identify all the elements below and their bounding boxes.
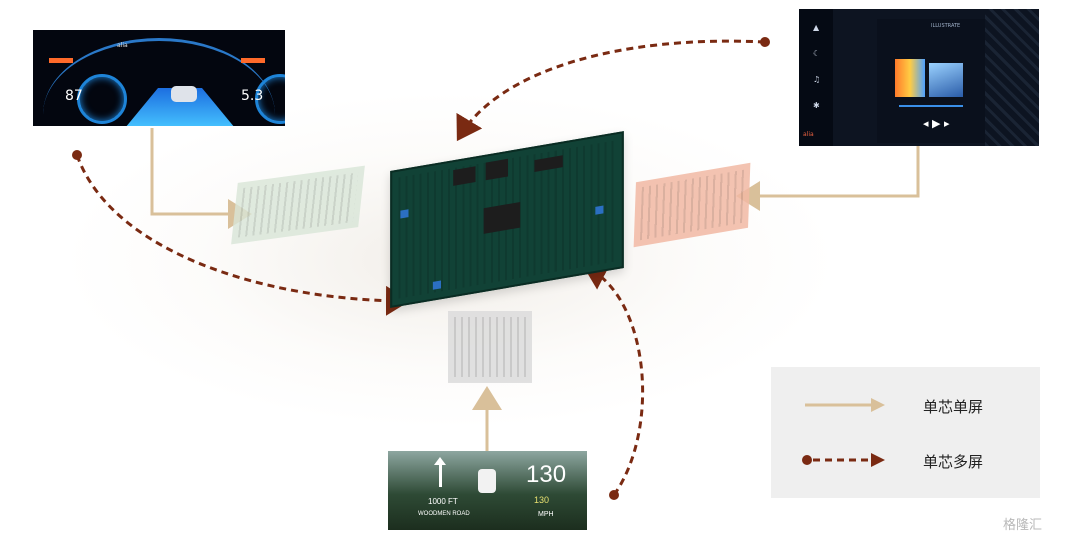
- legend-label: 单芯单屏: [923, 398, 984, 416]
- play-controls-icon: ◂ ▶ ▸: [923, 117, 950, 130]
- dashed-connector-hud-to-main-board: [582, 262, 645, 496]
- cluster-range: 5.3: [241, 88, 264, 104]
- media-screen: ▲ ☾ ♫ ✱ ILLUSTRATE ◂ ▶ ▸ alia: [799, 9, 1039, 146]
- hud-distance: 1000 FT: [428, 497, 458, 506]
- legend-item-multi-screen: 单芯多屏: [771, 446, 1040, 476]
- music-icon: ♫: [813, 75, 821, 84]
- cluster-arc: [43, 38, 275, 126]
- media-map-graphic: [985, 9, 1039, 146]
- cluster-brand: alia: [117, 42, 128, 49]
- solid-connector-cluster-to-left-board: [150, 128, 252, 229]
- led-indicator: [432, 280, 441, 290]
- media-brand: alia: [803, 131, 814, 138]
- media-track-title: ILLUSTRATE: [931, 23, 961, 29]
- led-indicator: [595, 205, 604, 215]
- album-art-secondary: [929, 63, 963, 97]
- cluster-speed: 87: [65, 88, 83, 104]
- hud-speed-unit: MPH: [538, 511, 554, 518]
- cluster-left-indicator: [49, 58, 73, 63]
- legend-item-single-screen: 单芯单屏: [771, 391, 1040, 421]
- media-progress-bar: [899, 105, 963, 107]
- hud-screen: 1000 FT WOODMEN ROAD 130 130 MPH: [388, 451, 587, 530]
- solid-connector-media-to-right-board: [736, 146, 920, 211]
- hud-road-name: WOODMEN ROAD: [418, 511, 470, 517]
- dev-board-bottom: [448, 311, 532, 383]
- cluster-right-indicator: [241, 58, 265, 63]
- hud-speed-limit: 130: [534, 495, 550, 505]
- dashed-connector-media-to-main-board: [456, 39, 766, 142]
- album-art-primary: [895, 59, 925, 97]
- car-icon: [171, 86, 197, 102]
- legend-dashed-arrow-icon: [802, 453, 885, 467]
- hud-speed: 130: [526, 461, 567, 488]
- led-indicator: [400, 209, 409, 219]
- phone-icon: ☾: [813, 49, 821, 58]
- media-sidebar: ▲ ☾ ♫ ✱: [799, 9, 833, 146]
- legend-solid-arrow-icon: [805, 398, 885, 412]
- cluster-left-gauge: [77, 74, 127, 124]
- straight-arrow-icon: [434, 457, 446, 487]
- dashed-connector-cluster-to-main-board: [75, 154, 410, 316]
- car-icon: [478, 469, 496, 493]
- legend: 单芯单屏 单芯多屏: [771, 367, 1040, 498]
- legend-label: 单芯多屏: [923, 453, 984, 471]
- watermark: 格隆汇: [1003, 518, 1043, 533]
- settings-icon: ✱: [813, 101, 820, 110]
- cluster-screen: alia 87 5.3: [33, 30, 285, 126]
- nav-icon: ▲: [813, 23, 820, 32]
